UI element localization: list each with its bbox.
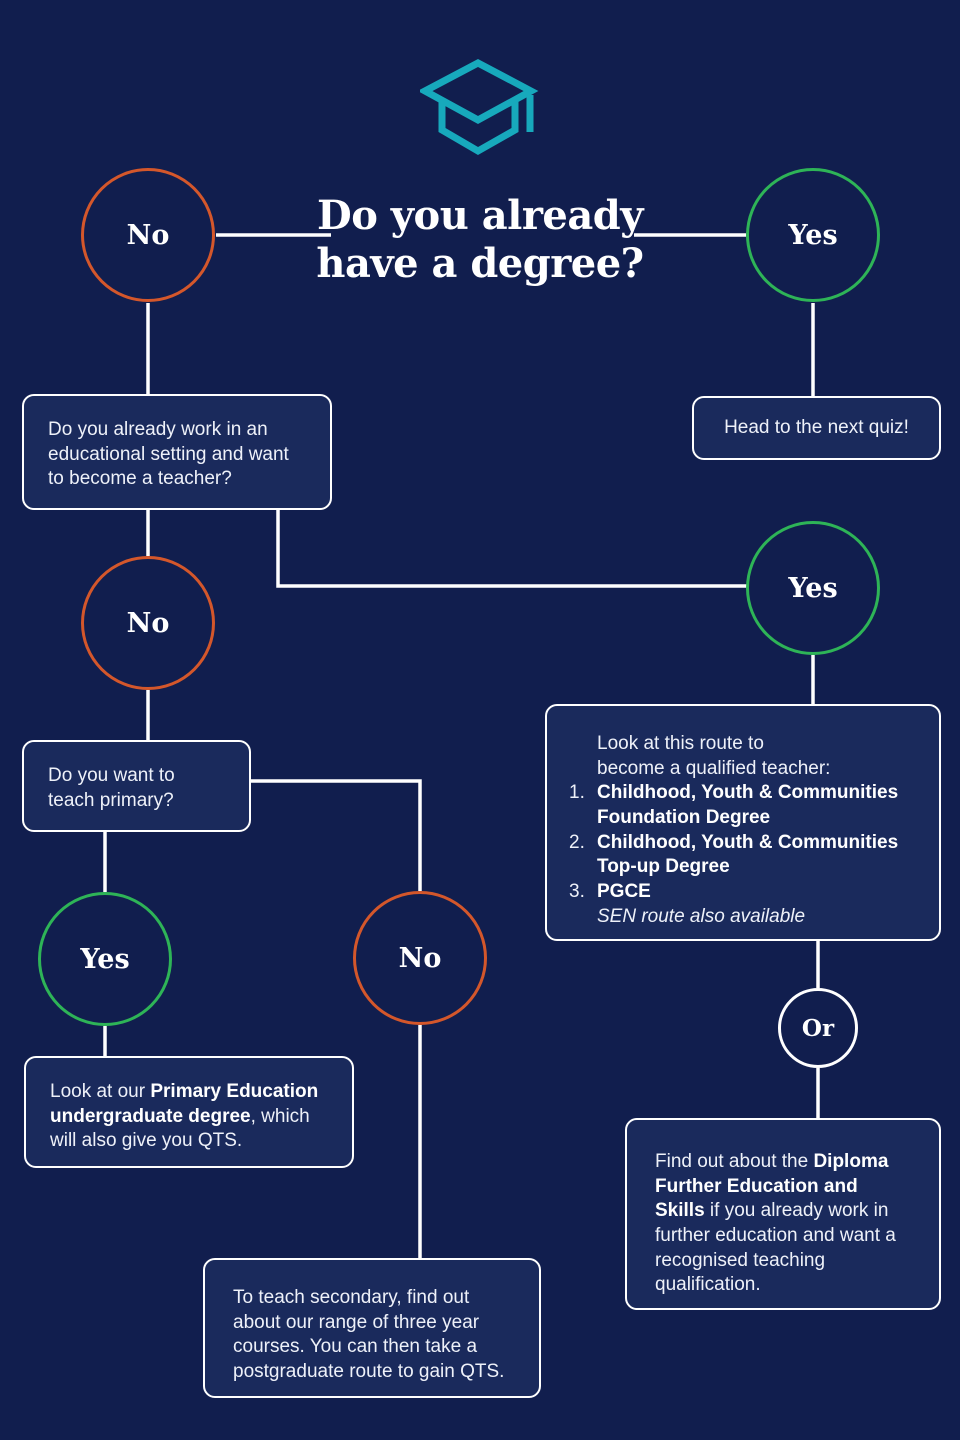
node-label: No — [126, 607, 170, 639]
routes-item-text: Childhood, Youth & Communities Foundatio… — [597, 782, 899, 829]
node-label: Or — [801, 1014, 835, 1042]
primary-question-text: Do you want to teach primary? — [48, 765, 175, 811]
node-label: Yes — [788, 572, 838, 604]
page-title-line1: Do you already — [317, 192, 644, 239]
graduation-cap-icon — [420, 59, 539, 156]
page-title: Do you already have a degree? — [230, 192, 730, 288]
info-box-secondary: To teach secondary, find out about our r… — [203, 1258, 541, 1398]
work-question-text: Do you already work in an educational se… — [48, 419, 289, 490]
routes-item: 3. PGCE — [569, 880, 919, 905]
node-label: Yes — [80, 943, 130, 975]
routes-item: 2. Childhood, Youth & Communities Top-up… — [569, 831, 919, 880]
routes-item-number: 1. — [569, 782, 585, 804]
node-label: Yes — [788, 219, 838, 251]
diploma-text: Find out about the — [655, 1151, 814, 1172]
secondary-text: To teach secondary, find out about our r… — [233, 1287, 505, 1383]
routes-item-number: 3. — [569, 881, 585, 903]
next-quiz-text: Head to the next quiz! — [724, 416, 909, 438]
routes-item-text: Childhood, Youth & Communities Top-up De… — [597, 831, 899, 878]
info-box-primary-degree: Look at our Primary Education undergradu… — [24, 1056, 354, 1168]
decision-node-degree-yes: Yes — [746, 168, 880, 302]
decision-node-primary-no: No — [353, 891, 487, 1025]
decision-node-primary-yes: Yes — [38, 892, 172, 1026]
info-box-qualified-routes: Look at this route to become a qualified… — [545, 704, 941, 941]
info-box-diploma: Find out about the Diploma Further Educa… — [625, 1118, 941, 1310]
primary-degree-text: , which will also give you QTS. — [50, 1105, 310, 1152]
routes-item-text: PGCE — [597, 881, 651, 903]
node-label: No — [398, 942, 442, 974]
decision-node-or: Or — [778, 988, 858, 1068]
info-box-primary-question: Do you want to teach primary? — [22, 740, 251, 832]
diploma-text: if you already work in further education… — [655, 1200, 896, 1296]
info-box-next-quiz: Head to the next quiz! — [692, 396, 941, 460]
routes-item-number: 2. — [569, 831, 585, 853]
routes-intro-line2: become a qualified teacher: — [597, 757, 831, 779]
routes-intro-line1: Look at this route to — [597, 733, 764, 754]
decision-node-work-yes: Yes — [746, 521, 880, 655]
info-box-work-question: Do you already work in an educational se… — [22, 394, 332, 510]
routes-item: 1. Childhood, Youth & Communities Founda… — [569, 781, 919, 830]
primary-degree-text: Look at our — [50, 1081, 151, 1102]
page-title-line2: have a degree? — [316, 240, 644, 287]
decision-node-work-no: No — [81, 556, 215, 690]
decision-node-degree-no: No — [81, 168, 215, 302]
routes-sen-note: SEN route also available — [597, 905, 806, 927]
diploma-bold: Diploma Further Education and Skills — [655, 1151, 889, 1222]
node-label: No — [126, 219, 170, 251]
primary-degree-bold: Primary Education undergraduate degree — [50, 1081, 319, 1127]
